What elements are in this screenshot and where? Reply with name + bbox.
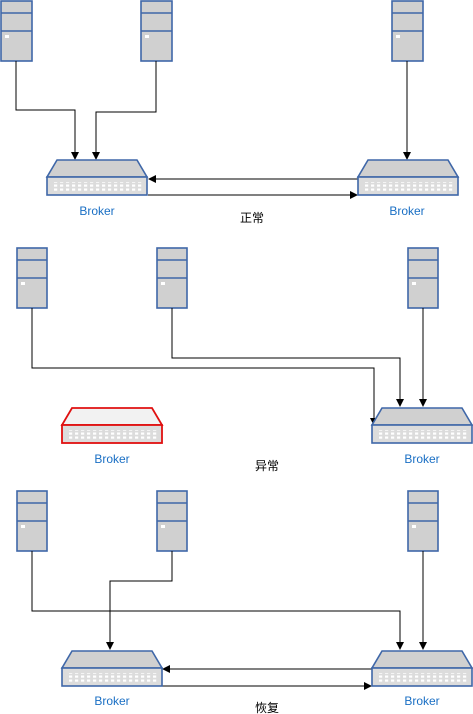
broker-label: Broker bbox=[94, 694, 129, 708]
server-icon bbox=[16, 247, 48, 309]
broker-label: Broker bbox=[94, 452, 129, 466]
broker-switch-icon bbox=[45, 159, 149, 196]
broker-label: Broker bbox=[389, 204, 424, 218]
connector bbox=[31, 308, 378, 426]
section-failure: Broker Broker 异常 bbox=[16, 247, 473, 473]
broker-label: Broker bbox=[404, 452, 439, 466]
connector bbox=[106, 551, 173, 650]
connector bbox=[171, 308, 404, 407]
section-recovery: Broker Broker 恢复 bbox=[16, 490, 473, 714]
broker-switch-icon bbox=[370, 650, 473, 687]
state-label: 异常 bbox=[255, 459, 279, 473]
section-normal: Broker Broker 正常 bbox=[0, 0, 460, 225]
server-icon bbox=[407, 247, 439, 309]
state-label: 恢复 bbox=[255, 701, 279, 714]
state-label: 正常 bbox=[240, 211, 264, 225]
server-icon bbox=[156, 490, 188, 552]
server-icon bbox=[16, 490, 48, 552]
broker-switch-icon bbox=[60, 650, 164, 687]
server-icon bbox=[156, 247, 188, 309]
broker-label: Broker bbox=[404, 694, 439, 708]
server-icon bbox=[0, 0, 33, 62]
connector bbox=[31, 551, 404, 650]
connector bbox=[15, 61, 79, 160]
server-icon bbox=[407, 490, 439, 552]
broker-switch-icon bbox=[370, 407, 473, 444]
server-icon bbox=[391, 0, 424, 62]
connector bbox=[92, 61, 157, 160]
failed-broker-switch-icon bbox=[60, 407, 164, 444]
broker-switch-icon bbox=[356, 159, 460, 196]
server-icon bbox=[140, 0, 173, 62]
broker-label: Broker bbox=[79, 204, 114, 218]
